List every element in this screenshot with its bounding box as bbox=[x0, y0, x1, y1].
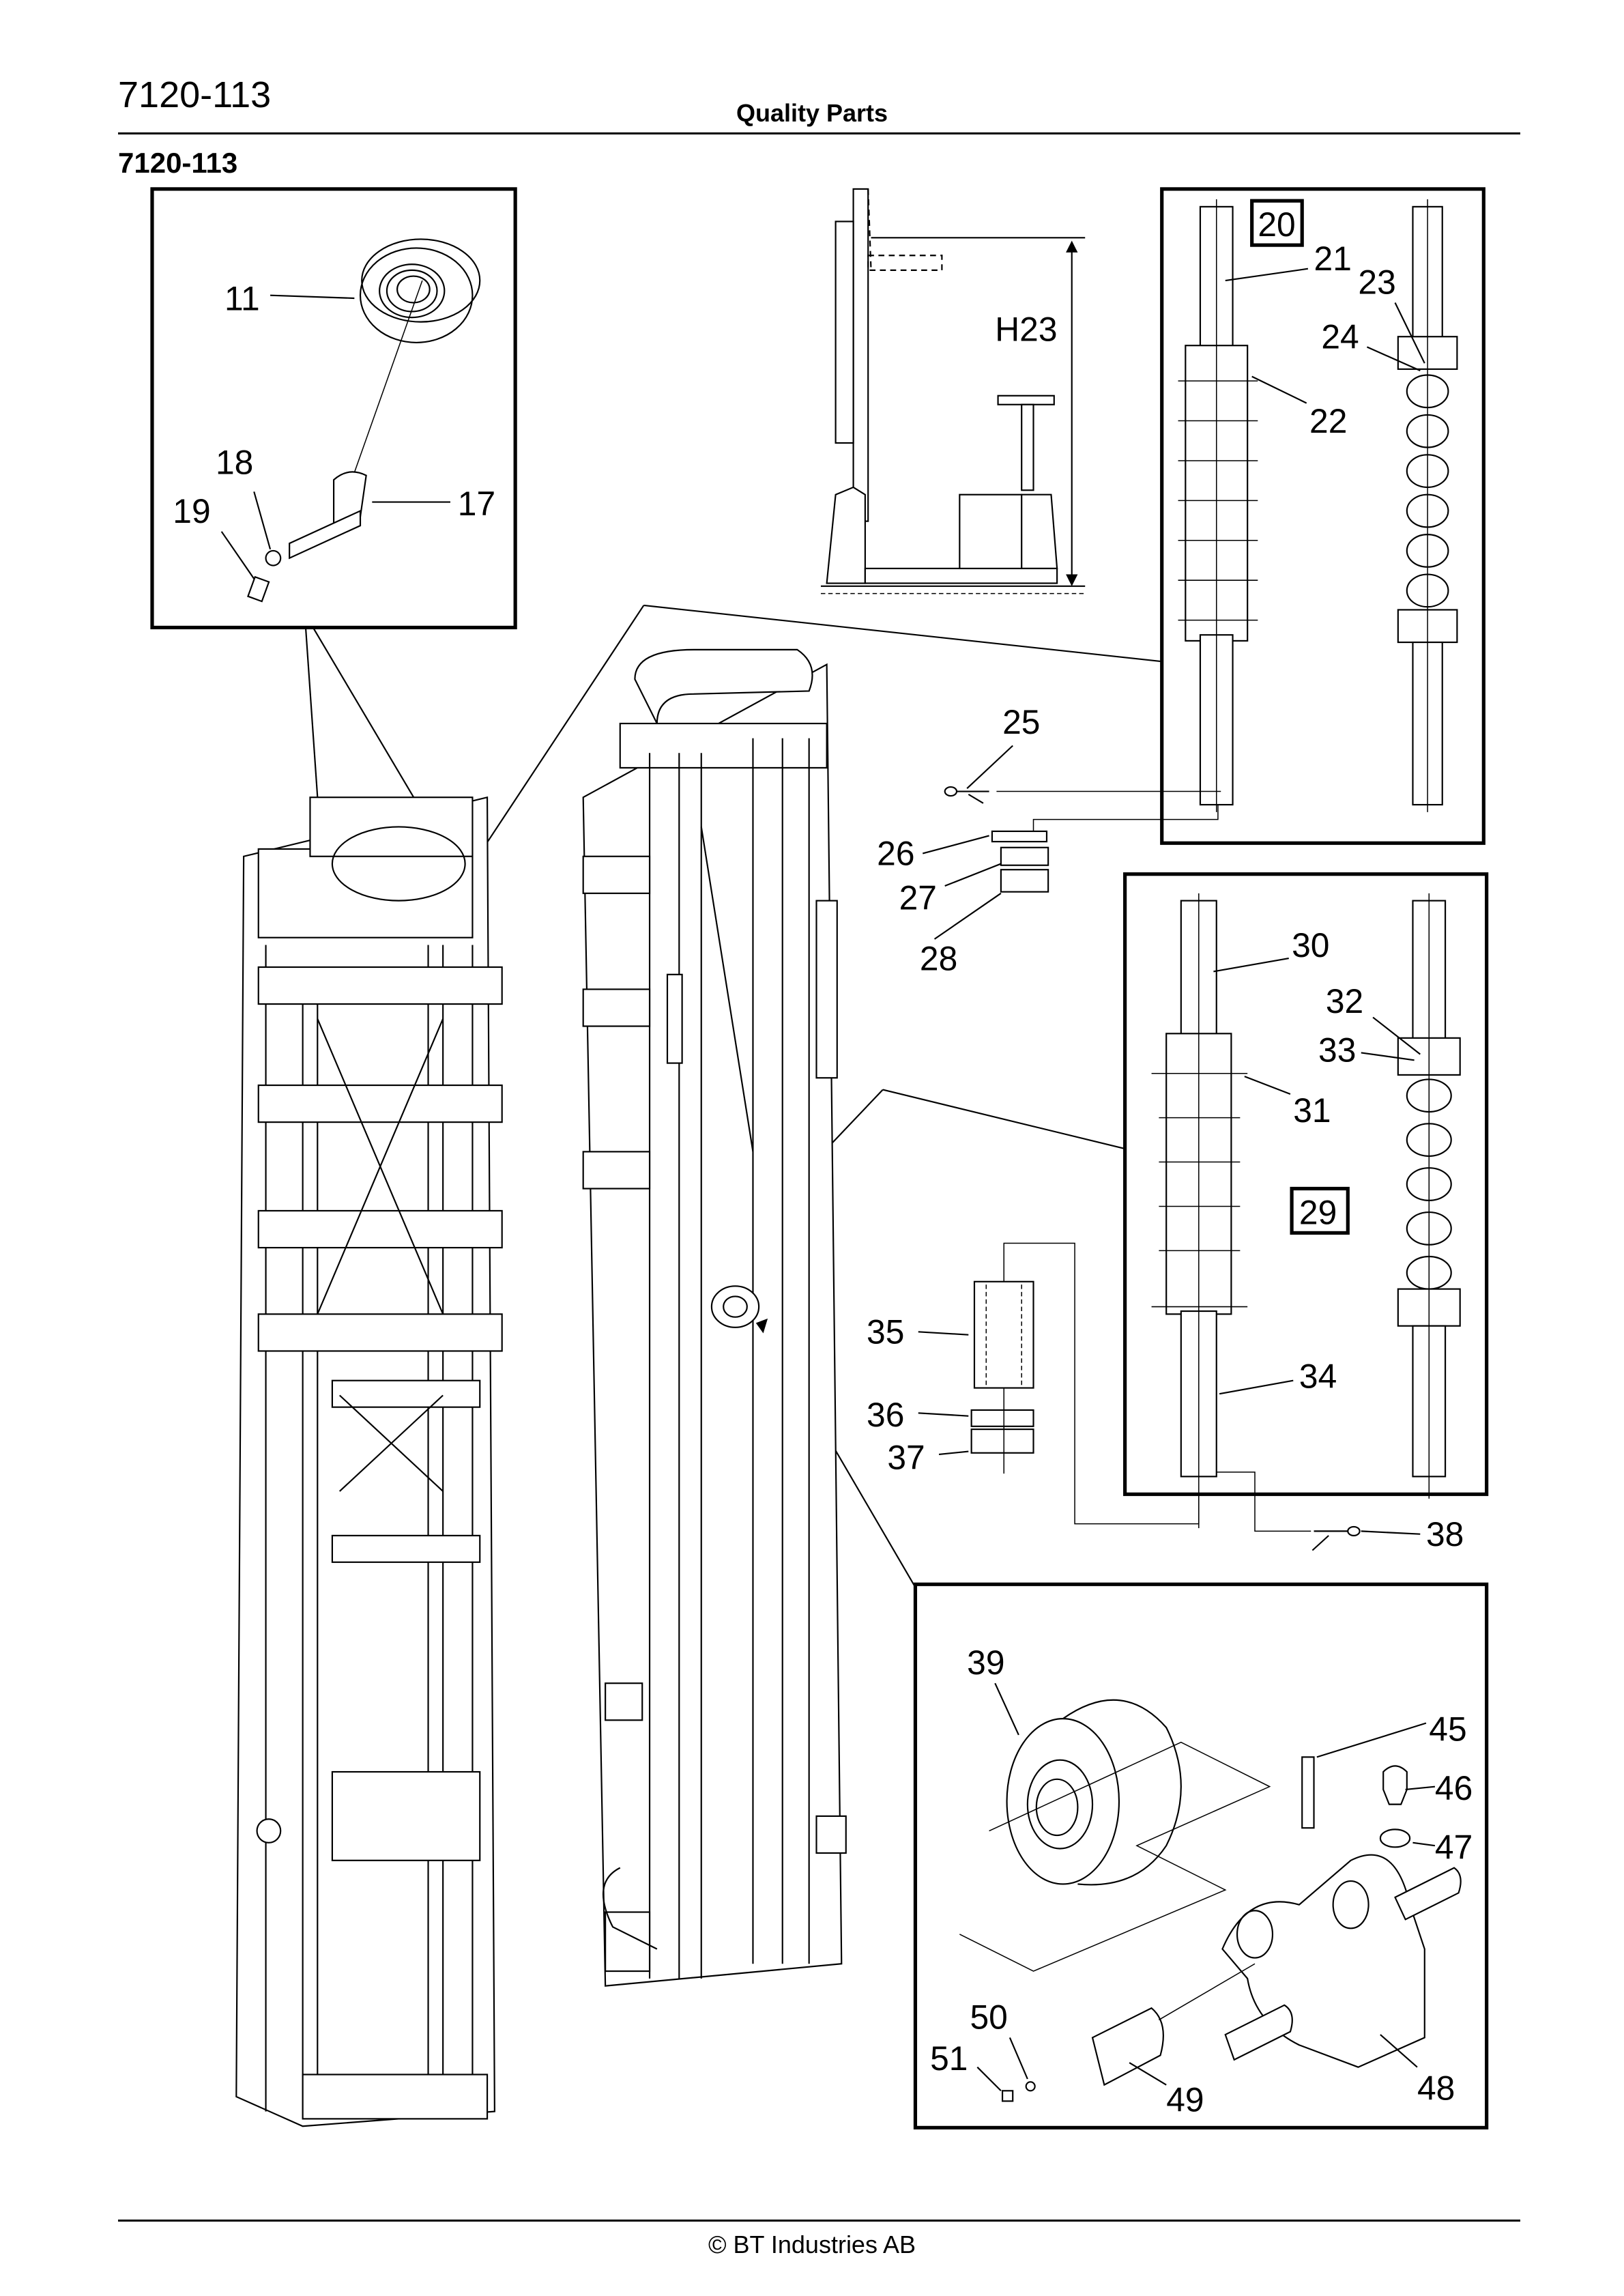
callout-27: 27 bbox=[899, 879, 937, 917]
washer-50 bbox=[1025, 2081, 1036, 2092]
part-26 bbox=[991, 830, 1048, 843]
callout-35: 35 bbox=[867, 1313, 904, 1351]
part-28 bbox=[1000, 869, 1049, 893]
callout-11: 11 bbox=[224, 279, 260, 317]
roller-inset: 39 45 46 47 48 49 50 51 bbox=[913, 1582, 1489, 2129]
chain-assembly-20: 20 21 22 23 24 bbox=[1160, 187, 1485, 845]
part-35 bbox=[973, 1280, 1034, 1389]
copyright-notice: © BT Industries AB bbox=[708, 2230, 916, 2258]
document-code: 7120-113 bbox=[118, 74, 272, 115]
callout-50: 50 bbox=[970, 1998, 1007, 2036]
callout-25: 25 bbox=[1002, 703, 1040, 741]
dimension-label-h23: H23 bbox=[995, 311, 1057, 349]
callout-45: 45 bbox=[1429, 1710, 1466, 1749]
loose-parts-35-38: 35 36 37 38 bbox=[867, 1242, 1464, 1553]
callout-23: 23 bbox=[1358, 263, 1395, 302]
callout-26: 26 bbox=[877, 835, 914, 873]
callout-36: 36 bbox=[867, 1396, 904, 1434]
pulley-inset: 11 17 18 19 bbox=[150, 187, 517, 630]
roller-inset-frame bbox=[913, 1582, 1489, 2129]
callout-17: 17 bbox=[458, 485, 495, 523]
chain-assembly-29-frame bbox=[1123, 872, 1489, 1496]
callout-24: 24 bbox=[1321, 318, 1359, 356]
section-title: 7120-113 bbox=[118, 147, 238, 179]
callout-48: 48 bbox=[1417, 2069, 1455, 2107]
callout-32: 32 bbox=[1326, 982, 1363, 1020]
callout-47: 47 bbox=[1435, 1828, 1473, 1867]
callout-34: 34 bbox=[1299, 1358, 1337, 1396]
pulley-inset-frame bbox=[150, 187, 517, 630]
part-36 bbox=[970, 1409, 1034, 1427]
callout-33: 33 bbox=[1318, 1031, 1356, 1069]
callout-46: 46 bbox=[1435, 1769, 1473, 1807]
callout-38: 38 bbox=[1426, 1515, 1464, 1553]
footer-divider bbox=[118, 2220, 1520, 2222]
washer-47 bbox=[1379, 1828, 1411, 1848]
pulley-wheel-11 bbox=[359, 238, 481, 343]
callout-51: 51 bbox=[930, 2039, 968, 2078]
loose-parts-25-28: 25 26 27 28 bbox=[877, 703, 1221, 977]
truck-side-view: H23 bbox=[820, 188, 1086, 594]
callout-28: 28 bbox=[920, 939, 957, 977]
part-27 bbox=[1000, 846, 1049, 866]
washer-18 bbox=[265, 549, 282, 566]
roller-39 bbox=[1006, 1699, 1182, 1886]
assembly-number-29: 29 bbox=[1299, 1193, 1337, 1231]
document-header-title: Quality Parts bbox=[736, 99, 888, 127]
callout-31: 31 bbox=[1293, 1091, 1331, 1130]
callout-39: 39 bbox=[967, 1644, 1004, 1682]
chain-assembly-29: 29 30 31 32 33 34 bbox=[1123, 872, 1489, 1529]
callout-22: 22 bbox=[1309, 402, 1347, 440]
callout-19: 19 bbox=[173, 492, 210, 530]
callout-30: 30 bbox=[1292, 926, 1329, 964]
screw-19 bbox=[247, 575, 270, 603]
assembly-box-29 bbox=[1290, 1186, 1350, 1235]
assembly-box-20 bbox=[1250, 199, 1304, 247]
callout-18: 18 bbox=[216, 443, 253, 481]
pin-45 bbox=[1301, 1756, 1315, 1829]
bolt-46 bbox=[1382, 1765, 1408, 1805]
screw-51 bbox=[1001, 2090, 1014, 2102]
bracket-17 bbox=[289, 471, 367, 560]
part-37 bbox=[970, 1429, 1034, 1454]
shaft-49 bbox=[1091, 2007, 1164, 2086]
chain-assembly-20-frame bbox=[1160, 187, 1485, 845]
callout-49: 49 bbox=[1166, 2081, 1204, 2119]
assembly-number-20: 20 bbox=[1258, 205, 1295, 244]
header-divider bbox=[118, 132, 1520, 134]
callout-21: 21 bbox=[1314, 240, 1352, 278]
mast-right bbox=[582, 648, 847, 1987]
mast-left bbox=[235, 796, 503, 2127]
callout-37: 37 bbox=[887, 1439, 925, 1477]
